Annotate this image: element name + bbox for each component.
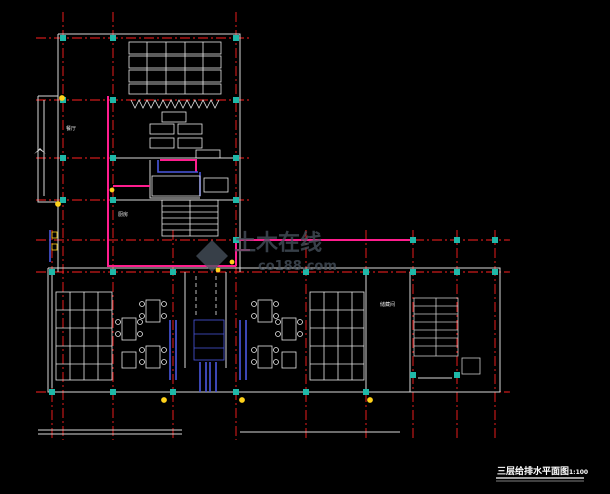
upper-equipment [128, 41, 229, 237]
watermark-name: 土木在线 [234, 230, 322, 256]
fixture-symbol-icon [51, 95, 373, 403]
stair-right [413, 297, 481, 375]
drain-pipes [49, 160, 247, 392]
dining-furniture [55, 276, 365, 381]
watermark-logo-icon [196, 240, 228, 272]
drawing-title: 三层给排水平面图 [497, 465, 569, 477]
room-label-3: 储藏间 [380, 301, 395, 308]
watermark: 土木在线 co188.com [196, 230, 337, 274]
room-label-2: 厨房 [118, 211, 128, 218]
drawing-scale: 1:100 [569, 469, 588, 476]
watermark-url: co188.com [258, 259, 337, 274]
drawing-title-block: 三层给排水平面图 1:100 [496, 465, 588, 482]
room-labels: 餐厅 厨房 储藏间 [66, 125, 395, 308]
columns [49, 35, 498, 395]
room-label-1: 餐厅 [66, 125, 76, 132]
arrow-icon [34, 148, 46, 154]
